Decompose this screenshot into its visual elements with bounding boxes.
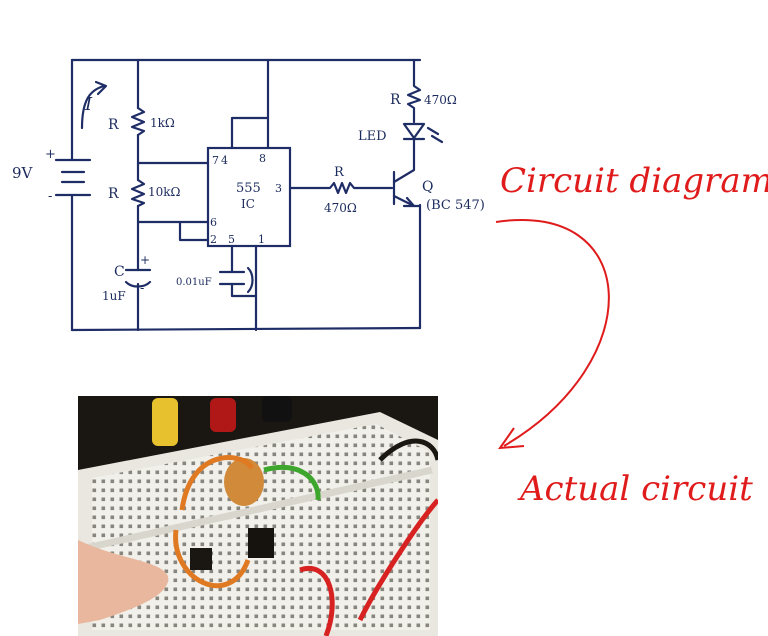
resistor-base-value: 470Ω (324, 201, 357, 215)
capacitor-1uf-plus: + (140, 253, 150, 267)
ic-pin-2: 2 (210, 233, 217, 246)
resistor-led-470: R 470Ω (390, 58, 457, 124)
led-symbol: LED (358, 122, 444, 152)
ic-name: 555 (236, 181, 261, 196)
capacitor-1uf: C + - 1uF (102, 253, 152, 303)
capacitor-1uf-minus: - (140, 281, 144, 296)
resistor-led-value: 470Ω (424, 93, 457, 107)
ic-pin-8: 8 (259, 152, 266, 165)
pin-8-supply-wire (230, 58, 270, 150)
ic-pin-6: 6 (210, 216, 217, 229)
capacitor-0-01uf-value: 0.01uF (176, 277, 212, 288)
battery-minus: - (48, 189, 52, 204)
current-label: I (84, 94, 93, 115)
resistor-led-designator: R (390, 92, 401, 108)
capacitor-1uf-value: 1uF (102, 289, 126, 303)
resistor-10k: R 10kΩ (108, 178, 181, 208)
current-arrow: I (80, 80, 108, 130)
transistor-designator: Q (422, 179, 433, 195)
battery-voltage: 9V (12, 164, 34, 182)
ic-pin-7: 7 (212, 154, 219, 167)
transistor-part: (BC 547) (426, 198, 485, 213)
resistor-10k-value: 10kΩ (148, 185, 181, 199)
transistor-bc547: Q (BC 547) (392, 148, 485, 213)
ic-pin-5: 5 (228, 233, 235, 246)
pointer-arrow (495, 219, 610, 447)
resistor-10k-designator: R (108, 186, 119, 202)
battery-symbol: 9V + - (12, 147, 92, 204)
resistor-1k: R 1kΩ (108, 106, 175, 137)
circuit-diagram-label: Circuit diagram (500, 161, 768, 201)
capacitor-0-01uf: 0.01uF (176, 266, 258, 298)
bottom-rail-wire (70, 326, 422, 332)
ic-555: 555 IC 7 4 8 3 6 2 5 1 (206, 146, 292, 248)
resistor-base-designator: R (334, 165, 345, 180)
ic-sub: IC (241, 197, 255, 211)
resistor-base-470: R 470Ω (288, 165, 394, 215)
schematic-diagram: 9V + - I R 1kΩ R 10kΩ C (12, 58, 485, 332)
battery-plus: + (45, 147, 56, 162)
pin-2-loop-wire (178, 220, 210, 242)
resistor-1k-designator: R (108, 117, 119, 133)
breadboard-photo (78, 396, 438, 636)
led-label: LED (358, 129, 387, 144)
ic-pin-3: 3 (275, 182, 282, 195)
ic-pin-1: 1 (258, 233, 265, 246)
pointer-arrowhead (497, 427, 525, 450)
resistor-1k-value: 1kΩ (150, 116, 175, 130)
ic-pin-4: 4 (221, 154, 228, 167)
capacitor-1uf-designator: C (114, 264, 125, 280)
actual-circuit-label: Actual circuit (517, 469, 753, 509)
